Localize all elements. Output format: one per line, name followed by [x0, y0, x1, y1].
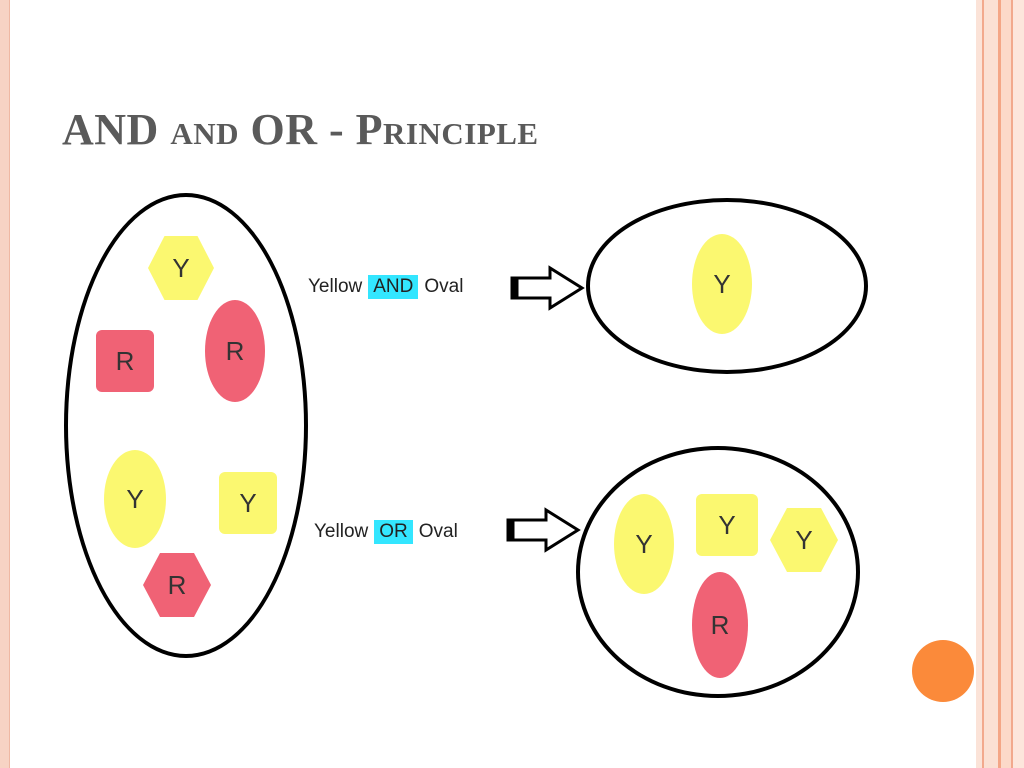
- or-keyword: OR: [374, 520, 413, 544]
- title-or: OR: [250, 105, 318, 154]
- title-dash: -: [329, 105, 345, 154]
- and-result-yellow-oval: Y: [692, 234, 752, 334]
- title-and: AND: [62, 105, 159, 154]
- and-right-word: Oval: [424, 276, 464, 297]
- or-result-yellow-oval: Y: [614, 494, 674, 594]
- left-border-decoration: [0, 0, 10, 768]
- source-yellow-oval: Y: [104, 450, 166, 548]
- or-operation-label: Yellow OR Oval: [314, 520, 458, 544]
- source-red-rectangle: R: [96, 330, 154, 392]
- and-arrow-icon: [510, 265, 585, 311]
- source-yellow-rectangle: Y: [219, 472, 277, 534]
- title-principle: Principle: [355, 105, 539, 154]
- source-red-oval: R: [205, 300, 265, 402]
- and-keyword: AND: [368, 275, 419, 299]
- source-red-hexagon: R: [143, 553, 211, 617]
- or-left-word: Yellow: [314, 521, 369, 542]
- source-set-ellipse: [64, 193, 308, 658]
- or-right-word: Oval: [418, 521, 458, 542]
- title-and-lower: and: [170, 105, 239, 154]
- orange-dot-decoration: [912, 640, 974, 702]
- or-result-yellow-rectangle: Y: [696, 494, 758, 556]
- or-result-circle: [576, 446, 860, 698]
- right-border-decoration: [976, 0, 1024, 768]
- or-result-red-oval: R: [692, 572, 748, 678]
- slide-title: AND and OR - Principle: [62, 104, 539, 155]
- or-arrow-icon: [506, 507, 581, 553]
- and-left-word: Yellow: [308, 276, 363, 297]
- and-result-ellipse: [586, 198, 868, 374]
- and-operation-label: Yellow AND Oval: [308, 275, 463, 299]
